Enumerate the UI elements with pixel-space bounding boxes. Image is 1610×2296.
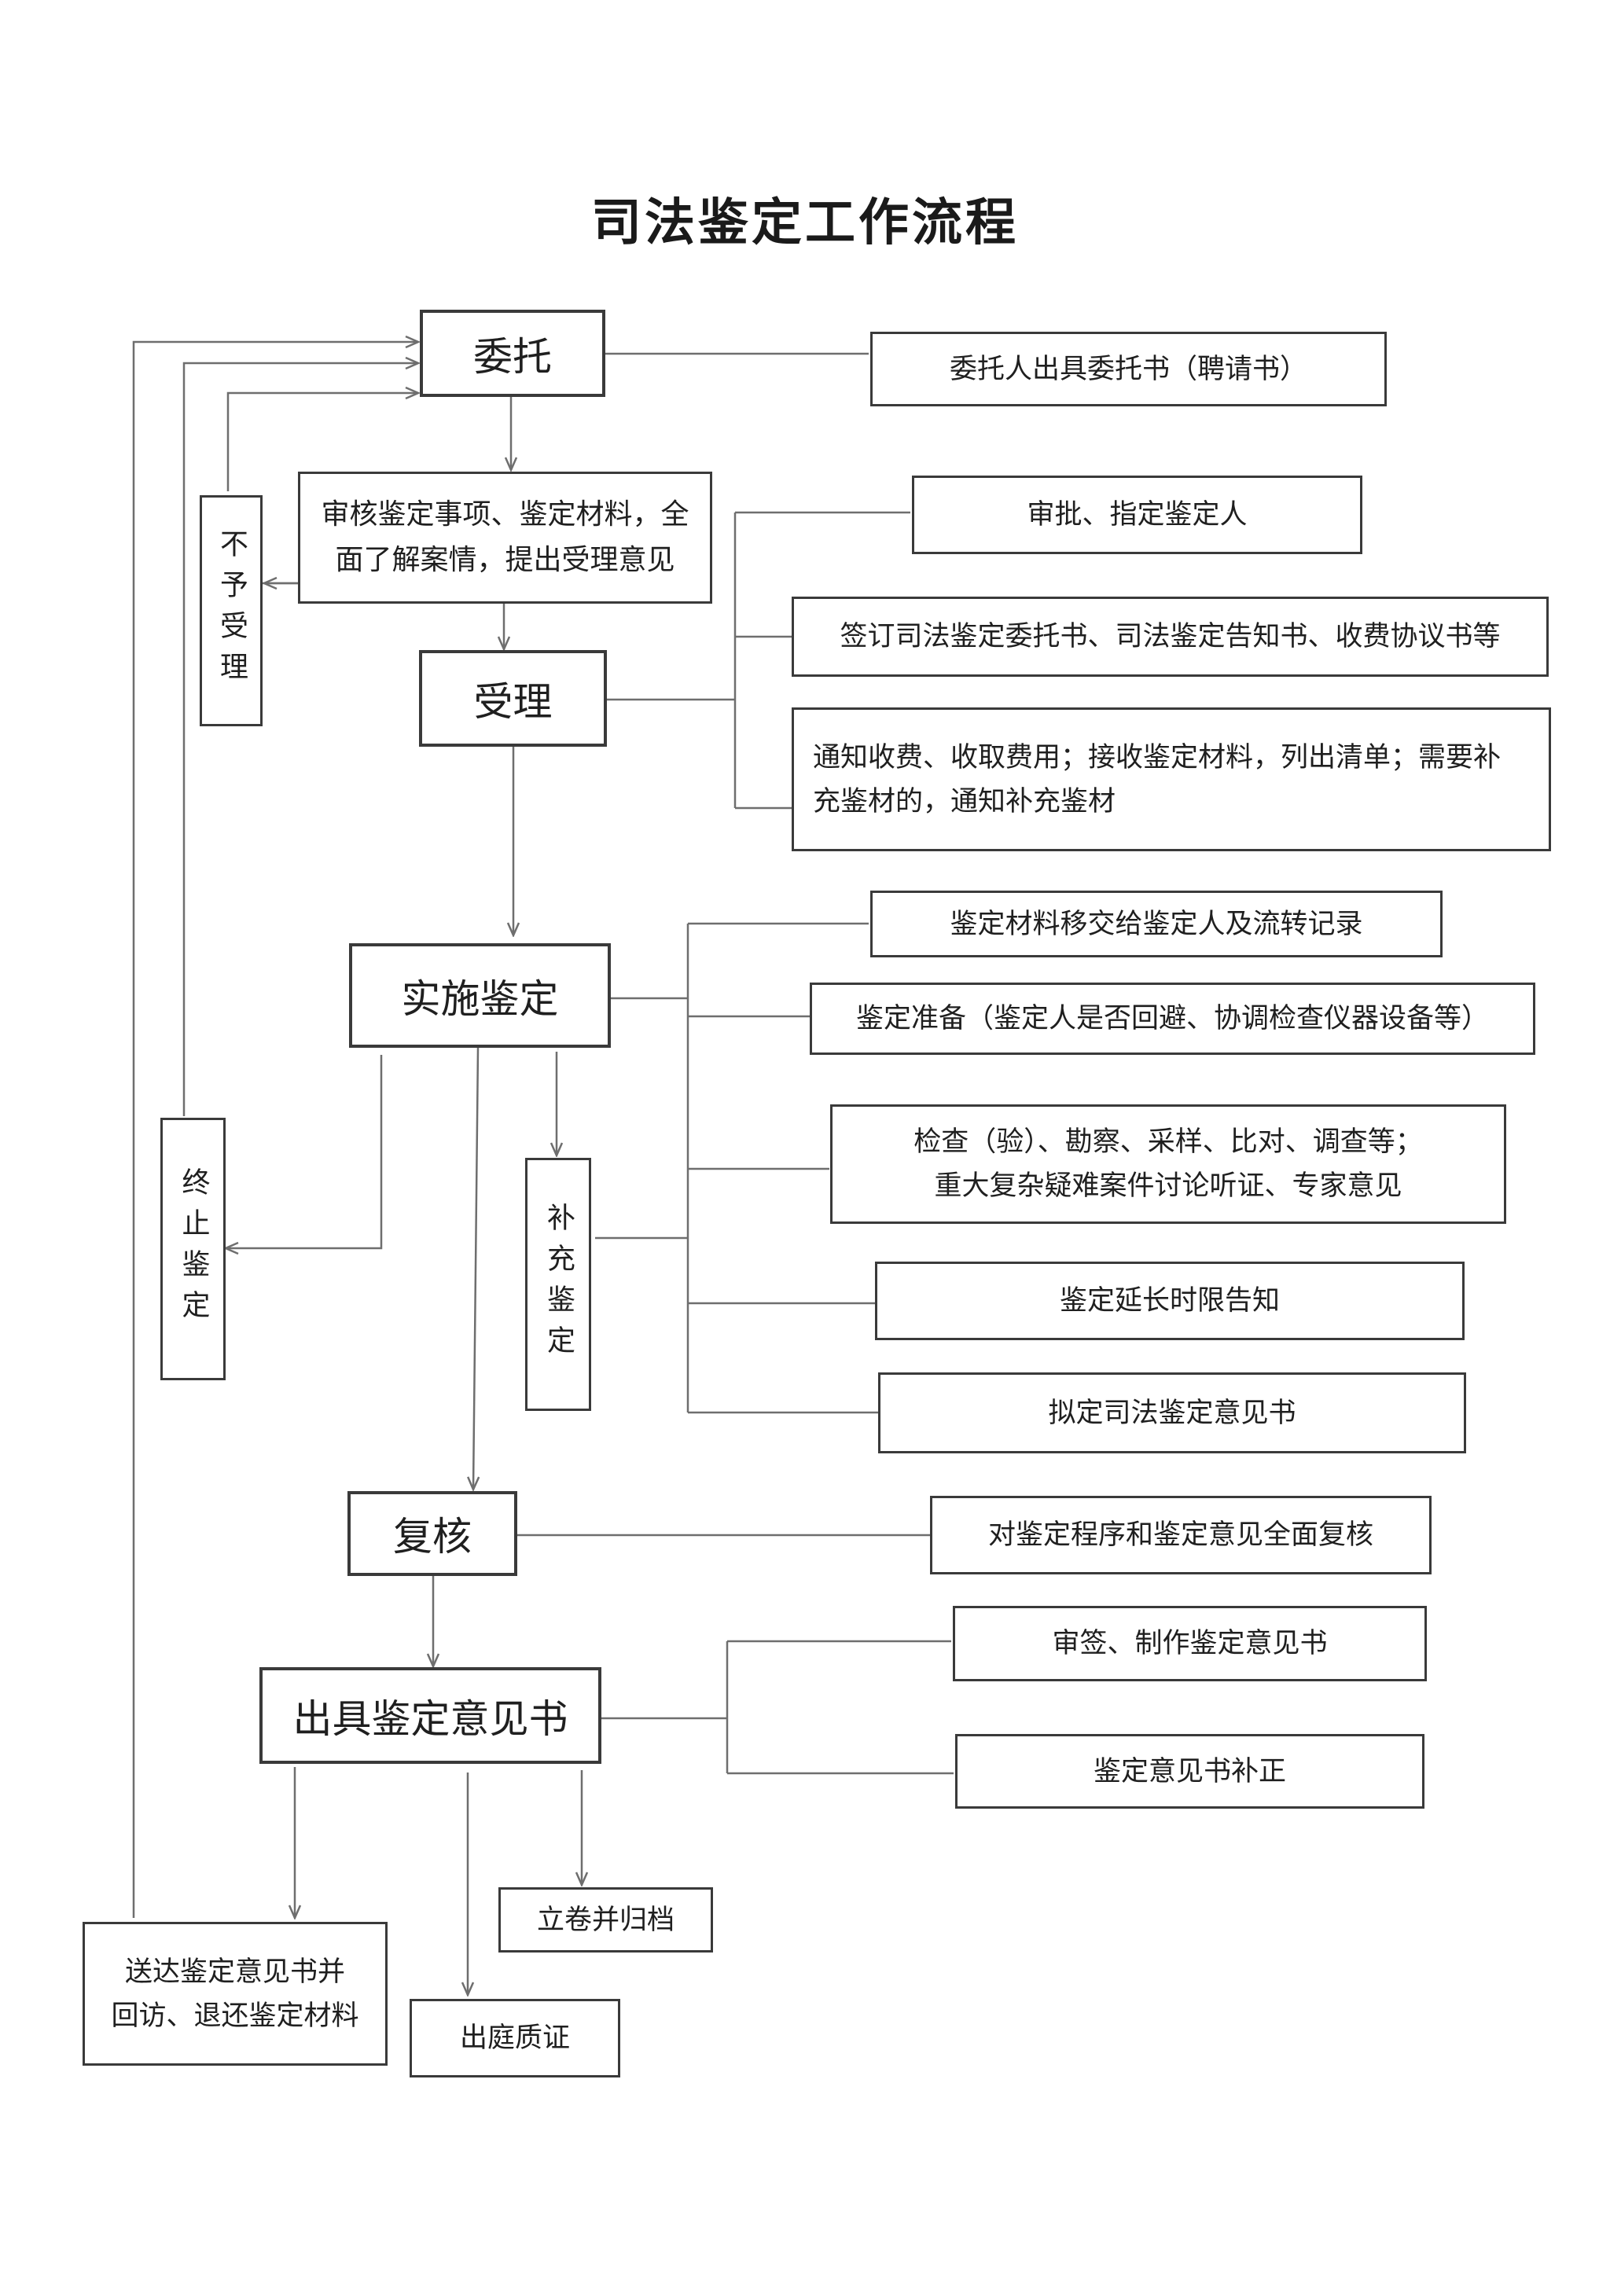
note-implement-3: 检查（验）、勘察、采样、比对、调查等； 重大复杂疑难案件讨论听证、专家意见 — [830, 1104, 1506, 1224]
outcome-court-text: 出庭质证 — [459, 2022, 570, 2054]
step-issue: 出具鉴定意见书 — [259, 1667, 601, 1764]
note-issue-1: 审签、制作鉴定意见书 — [953, 1606, 1427, 1681]
step-implement: 实施鉴定 — [349, 943, 611, 1048]
step-entrust: 委托 — [420, 310, 605, 397]
branch-reject-label: 不予受理 — [215, 529, 248, 692]
note-entrust-1-text: 委托人出具委托书（聘请书） — [949, 353, 1307, 385]
step-recheck-label: 复核 — [393, 1514, 472, 1559]
step-accept-label: 受理 — [473, 678, 553, 725]
note-issue-2-text: 鉴定意见书补正 — [1093, 1755, 1286, 1787]
note-accept-1-text: 审批、指定鉴定人 — [1027, 499, 1248, 531]
page-title: 司法鉴定工作流程 — [591, 193, 1019, 252]
note-accept-1: 审批、指定鉴定人 — [912, 476, 1362, 554]
branch-terminate-label: 终止鉴定 — [177, 1167, 210, 1331]
outcome-deliver-text: 送达鉴定意见书并 回访、退还鉴定材料 — [111, 1956, 359, 2032]
note-implement-3-text: 检查（验）、勘察、采样、比对、调查等； 重大复杂疑难案件讨论听证、专家意见 — [913, 1126, 1423, 1202]
branch-terminate: 终止鉴定 — [160, 1118, 226, 1380]
arrow-reject-to-entrust — [226, 393, 418, 491]
note-implement-1: 鉴定材料移交给鉴定人及流转记录 — [870, 891, 1443, 957]
note-accept-2-text: 签订司法鉴定委托书、司法鉴定告知书、收费协议书等 — [840, 621, 1501, 652]
step-review: 审核鉴定事项、鉴定材料，全 面了解案情，提出受理意见 — [298, 472, 712, 604]
note-implement-5-text: 拟定司法鉴定意见书 — [1048, 1397, 1296, 1429]
arrow-deliver-to-entrust — [132, 342, 418, 1918]
note-review-1-text: 对鉴定程序和鉴定意见全面复核 — [987, 1519, 1373, 1551]
step-accept: 受理 — [419, 650, 607, 747]
outcome-archive: 立卷并归档 — [498, 1887, 713, 1953]
step-entrust-label: 委托 — [473, 333, 552, 380]
note-implement-1-text: 鉴定材料移交给鉴定人及流转记录 — [950, 908, 1363, 940]
arrow-implement-to-terminate — [226, 1055, 383, 1248]
branch-supplement: 补充鉴定 — [525, 1158, 591, 1411]
branch-reject: 不予受理 — [200, 495, 263, 726]
arrow-terminate-to-entrust — [182, 363, 418, 1116]
note-implement-5: 拟定司法鉴定意见书 — [878, 1372, 1466, 1453]
note-entrust-1: 委托人出具委托书（聘请书） — [870, 332, 1387, 406]
line-accept-bracket — [607, 511, 910, 810]
note-issue-2: 鉴定意见书补正 — [955, 1734, 1424, 1809]
line-implement-bracket — [611, 922, 878, 1414]
line-issue-bracket — [601, 1640, 954, 1775]
note-implement-4: 鉴定延长时限告知 — [875, 1262, 1465, 1340]
note-accept-3-text: 通知收费、收取费用；接收鉴定材料，列出清单；需要补 充鉴材的，通知补充鉴材 — [813, 741, 1502, 817]
outcome-court: 出庭质证 — [410, 1999, 620, 2077]
outcome-archive-text: 立卷并归档 — [536, 1904, 675, 1936]
note-implement-4-text: 鉴定延长时限告知 — [1059, 1285, 1280, 1317]
note-issue-1-text: 审签、制作鉴定意见书 — [1052, 1628, 1328, 1659]
note-implement-2-text: 鉴定准备（鉴定人是否回避、协调检查仪器设备等） — [855, 1003, 1489, 1034]
step-recheck: 复核 — [347, 1491, 517, 1576]
note-accept-2: 签订司法鉴定委托书、司法鉴定告知书、收费协议书等 — [792, 597, 1549, 677]
note-review-1: 对鉴定程序和鉴定意见全面复核 — [930, 1496, 1432, 1574]
step-review-label: 审核鉴定事项、鉴定材料，全 面了解案情，提出受理意见 — [321, 498, 689, 576]
step-issue-label: 出具鉴定意见书 — [292, 1695, 568, 1742]
branch-supplement-label: 补充鉴定 — [542, 1203, 575, 1366]
note-accept-3: 通知收费、收取费用；接收鉴定材料，列出清单；需要补 充鉴材的，通知补充鉴材 — [792, 707, 1551, 851]
arrow-implement-to-recheck — [473, 1047, 478, 1490]
note-implement-2: 鉴定准备（鉴定人是否回避、协调检查仪器设备等） — [810, 983, 1535, 1055]
outcome-deliver: 送达鉴定意见书并 回访、退还鉴定材料 — [83, 1922, 388, 2066]
step-implement-label: 实施鉴定 — [401, 975, 559, 1022]
